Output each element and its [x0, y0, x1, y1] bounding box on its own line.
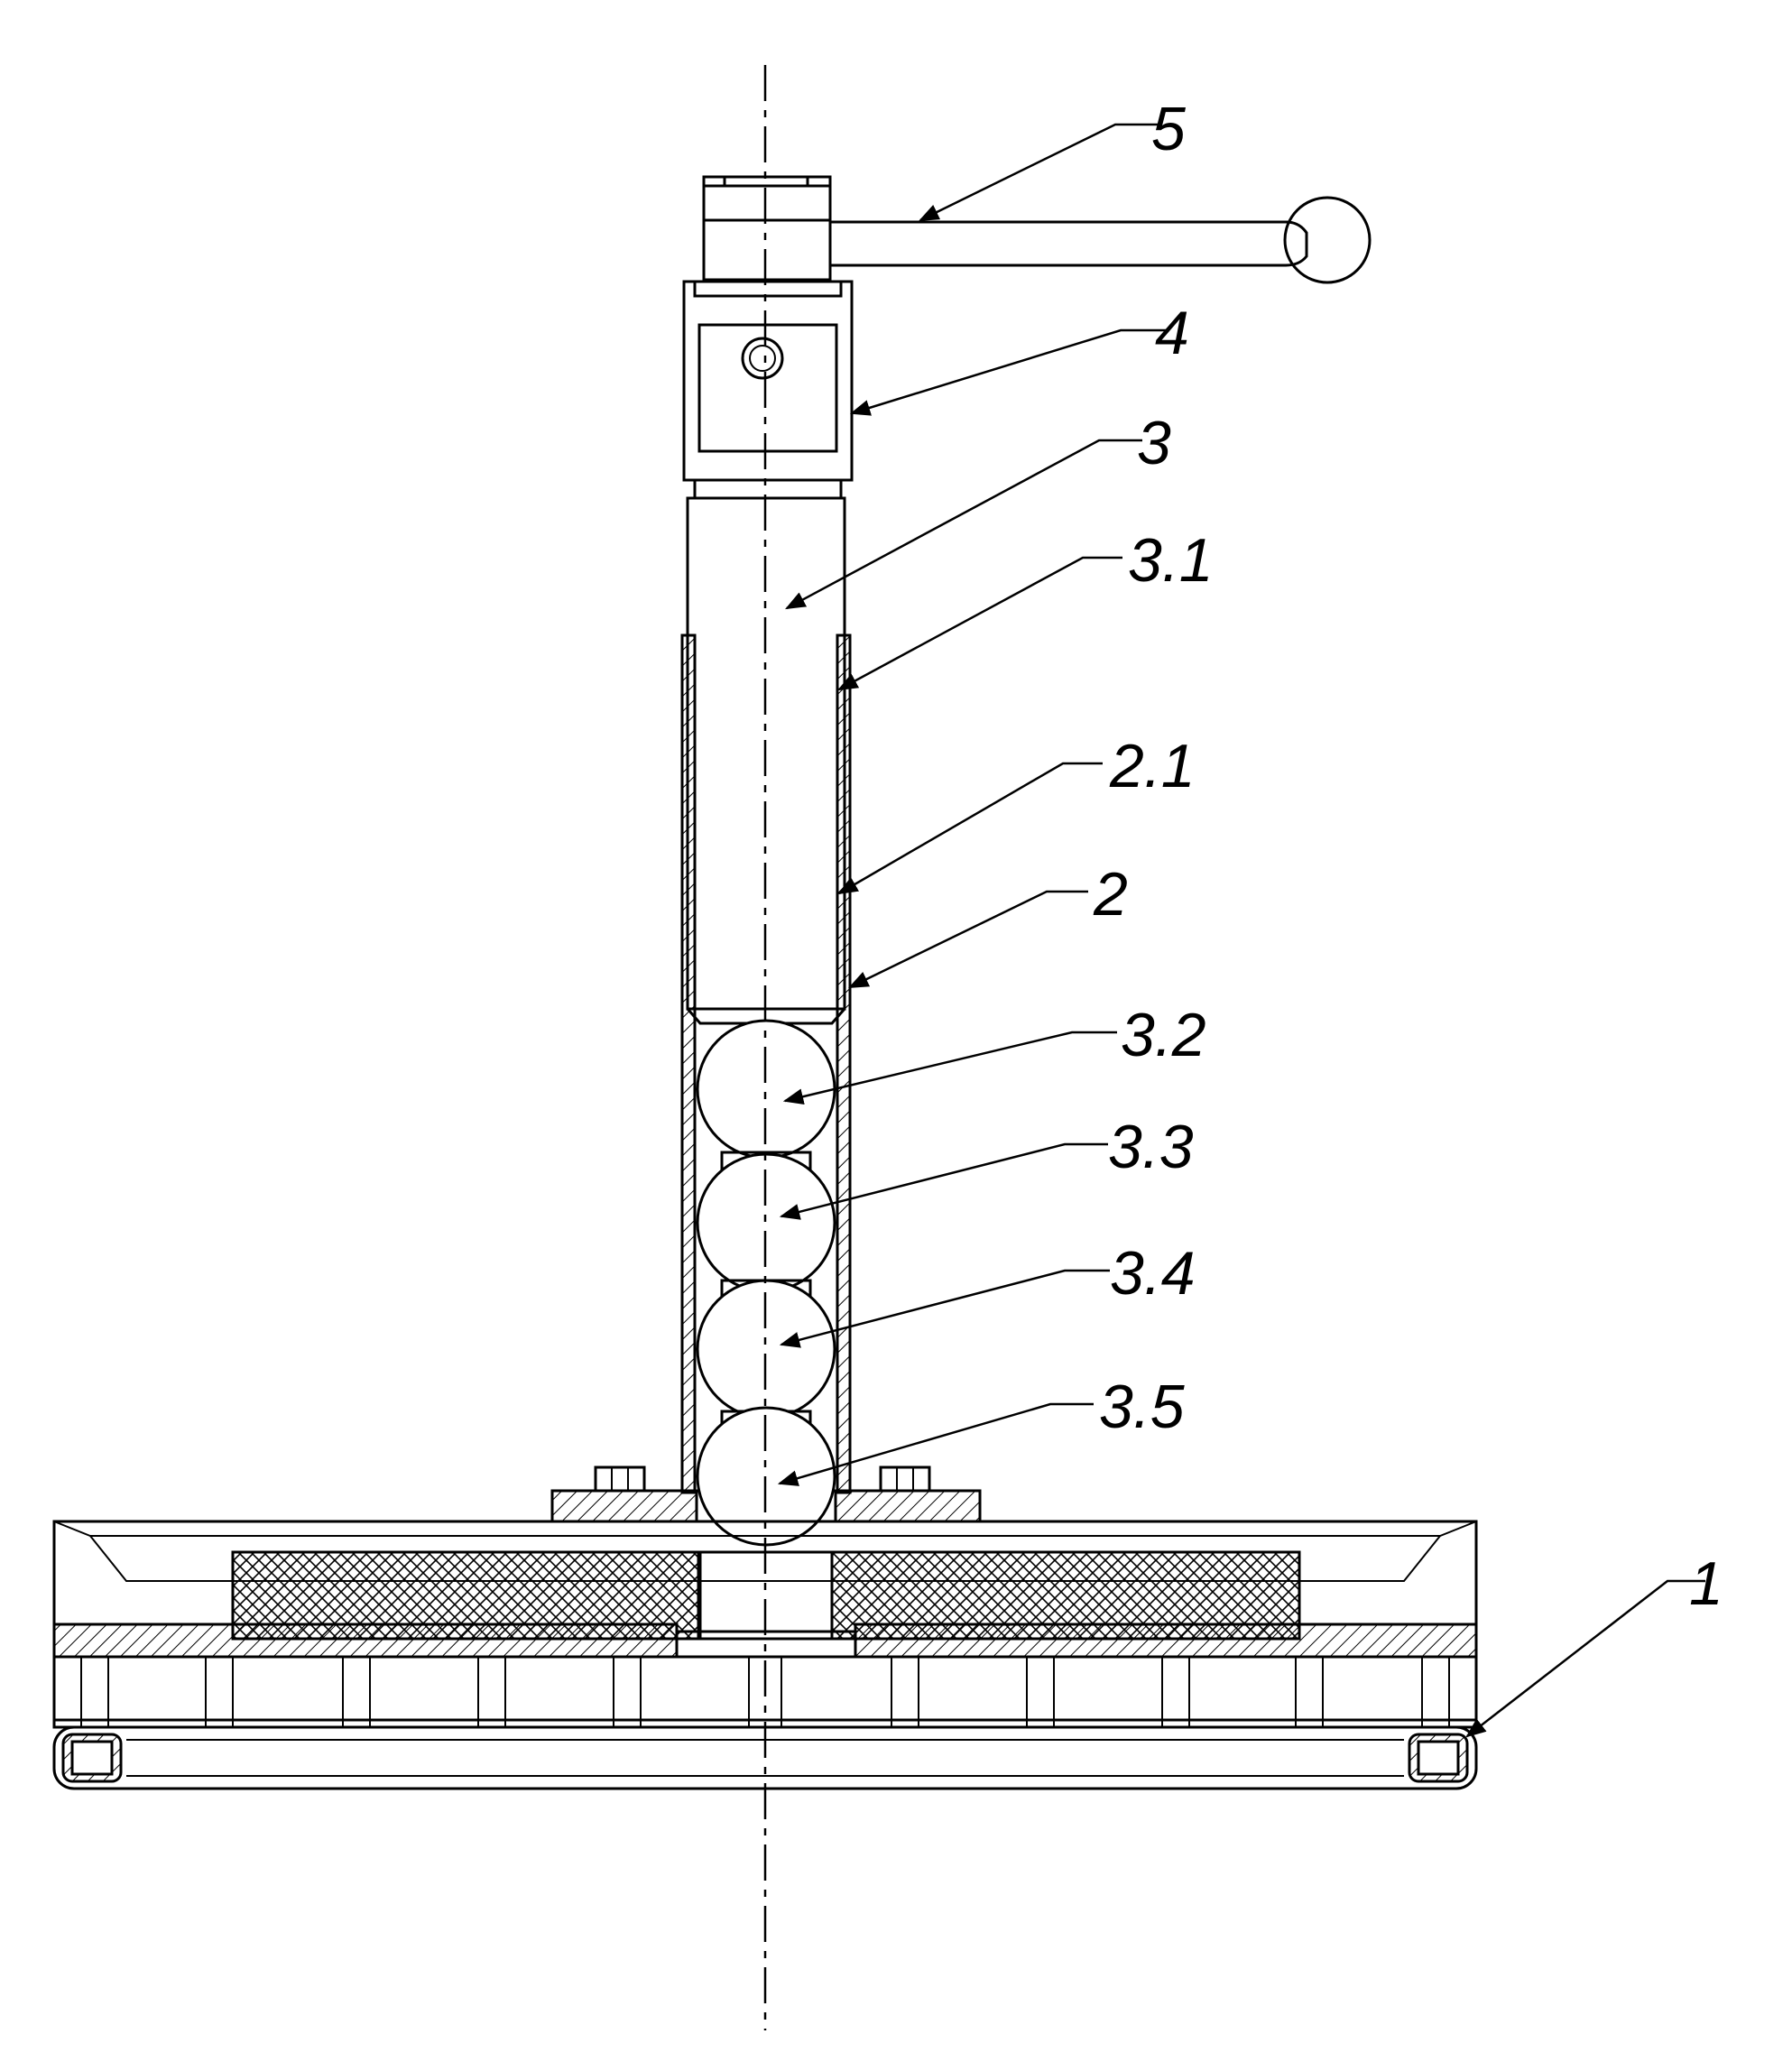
callout-4: 4 [1155, 299, 1189, 367]
callout-1: 1 [1689, 1549, 1723, 1618]
handle-assembly [702, 175, 1372, 284]
callout-3-3: 3.3 [1108, 1113, 1194, 1181]
callout-2: 2 [1093, 860, 1128, 929]
mounting-flange [550, 1465, 982, 1523]
base-frame [52, 1520, 1478, 1790]
callout-3-5: 3.5 [1099, 1373, 1185, 1441]
leader-lines [777, 123, 1705, 1738]
callout-3: 3 [1137, 409, 1171, 477]
callout-5: 5 [1151, 95, 1186, 163]
head-block [682, 280, 854, 500]
callout-labels: 5 4 3 3.1 2.1 2 3.2 3.3 3.4 3.5 1 [1093, 95, 1723, 1618]
callout-2-1: 2.1 [1109, 732, 1196, 800]
callout-3-2: 3.2 [1121, 1001, 1206, 1069]
callout-3-1: 3.1 [1128, 526, 1214, 595]
callout-3-4: 3.4 [1110, 1239, 1196, 1308]
